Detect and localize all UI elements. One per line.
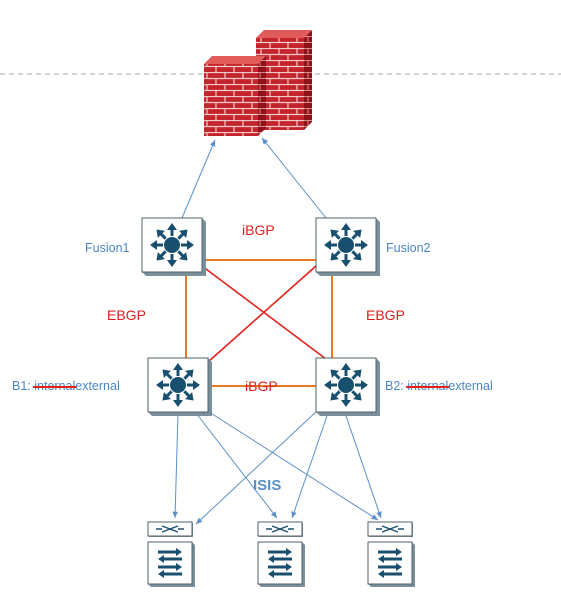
ibgp-top-label: iBGP	[242, 222, 275, 238]
switch-icon	[158, 548, 182, 578]
arrow-fusion1-firewall	[181, 139, 216, 219]
switch-icon	[268, 548, 292, 578]
access-switch-3	[367, 521, 415, 587]
ebgp-left-label: EBGP	[107, 307, 146, 323]
isis-label: ISIS	[253, 477, 282, 494]
uplink-arrows	[181, 137, 327, 219]
router-icon	[150, 223, 194, 267]
arrow-fusion2-firewall	[261, 137, 327, 219]
arrow-b2-sw1	[195, 409, 319, 525]
arrow-b1-sw2	[195, 412, 278, 519]
firewall-icon	[204, 30, 312, 136]
b1-suffix: external	[75, 379, 120, 393]
router-icon	[156, 363, 200, 407]
router-b1	[147, 357, 212, 416]
switch-icon	[378, 548, 402, 578]
b1-prefix: B1:	[12, 379, 31, 393]
arrow-b1-sw1	[172, 412, 179, 519]
b2-suffix: external	[448, 379, 493, 393]
arrow-b2-sw2	[291, 412, 329, 519]
fusion2-label: Fusion2	[386, 241, 431, 255]
router-icon	[324, 363, 368, 407]
cross-link-fusion1-b2	[201, 265, 331, 363]
b2-prefix: B2:	[385, 379, 404, 393]
b1-label: B1: internalexternal	[12, 380, 120, 393]
router-fusion2	[315, 217, 380, 276]
router-b2	[315, 357, 380, 416]
firewall-front	[204, 56, 266, 136]
fusion1-label: Fusion1	[85, 241, 130, 255]
ibgp-mid-label: iBGP	[245, 378, 278, 394]
b1-struck-text: internal	[34, 379, 76, 393]
router-fusion1	[141, 217, 206, 276]
bgp-links	[185, 259, 333, 387]
arrow-b1-sw3	[205, 409, 379, 521]
isis-arrows	[172, 409, 382, 525]
cross-link-fusion2-b1	[207, 265, 317, 363]
access-switch-2	[257, 521, 305, 587]
b2-struck-text: internal	[407, 379, 449, 393]
b2-label: B2: internalexternal	[385, 380, 493, 393]
router-icon	[324, 223, 368, 267]
arrow-b2-sw3	[344, 412, 382, 519]
access-switch-1	[147, 521, 195, 587]
ebgp-right-label: EBGP	[366, 307, 405, 323]
